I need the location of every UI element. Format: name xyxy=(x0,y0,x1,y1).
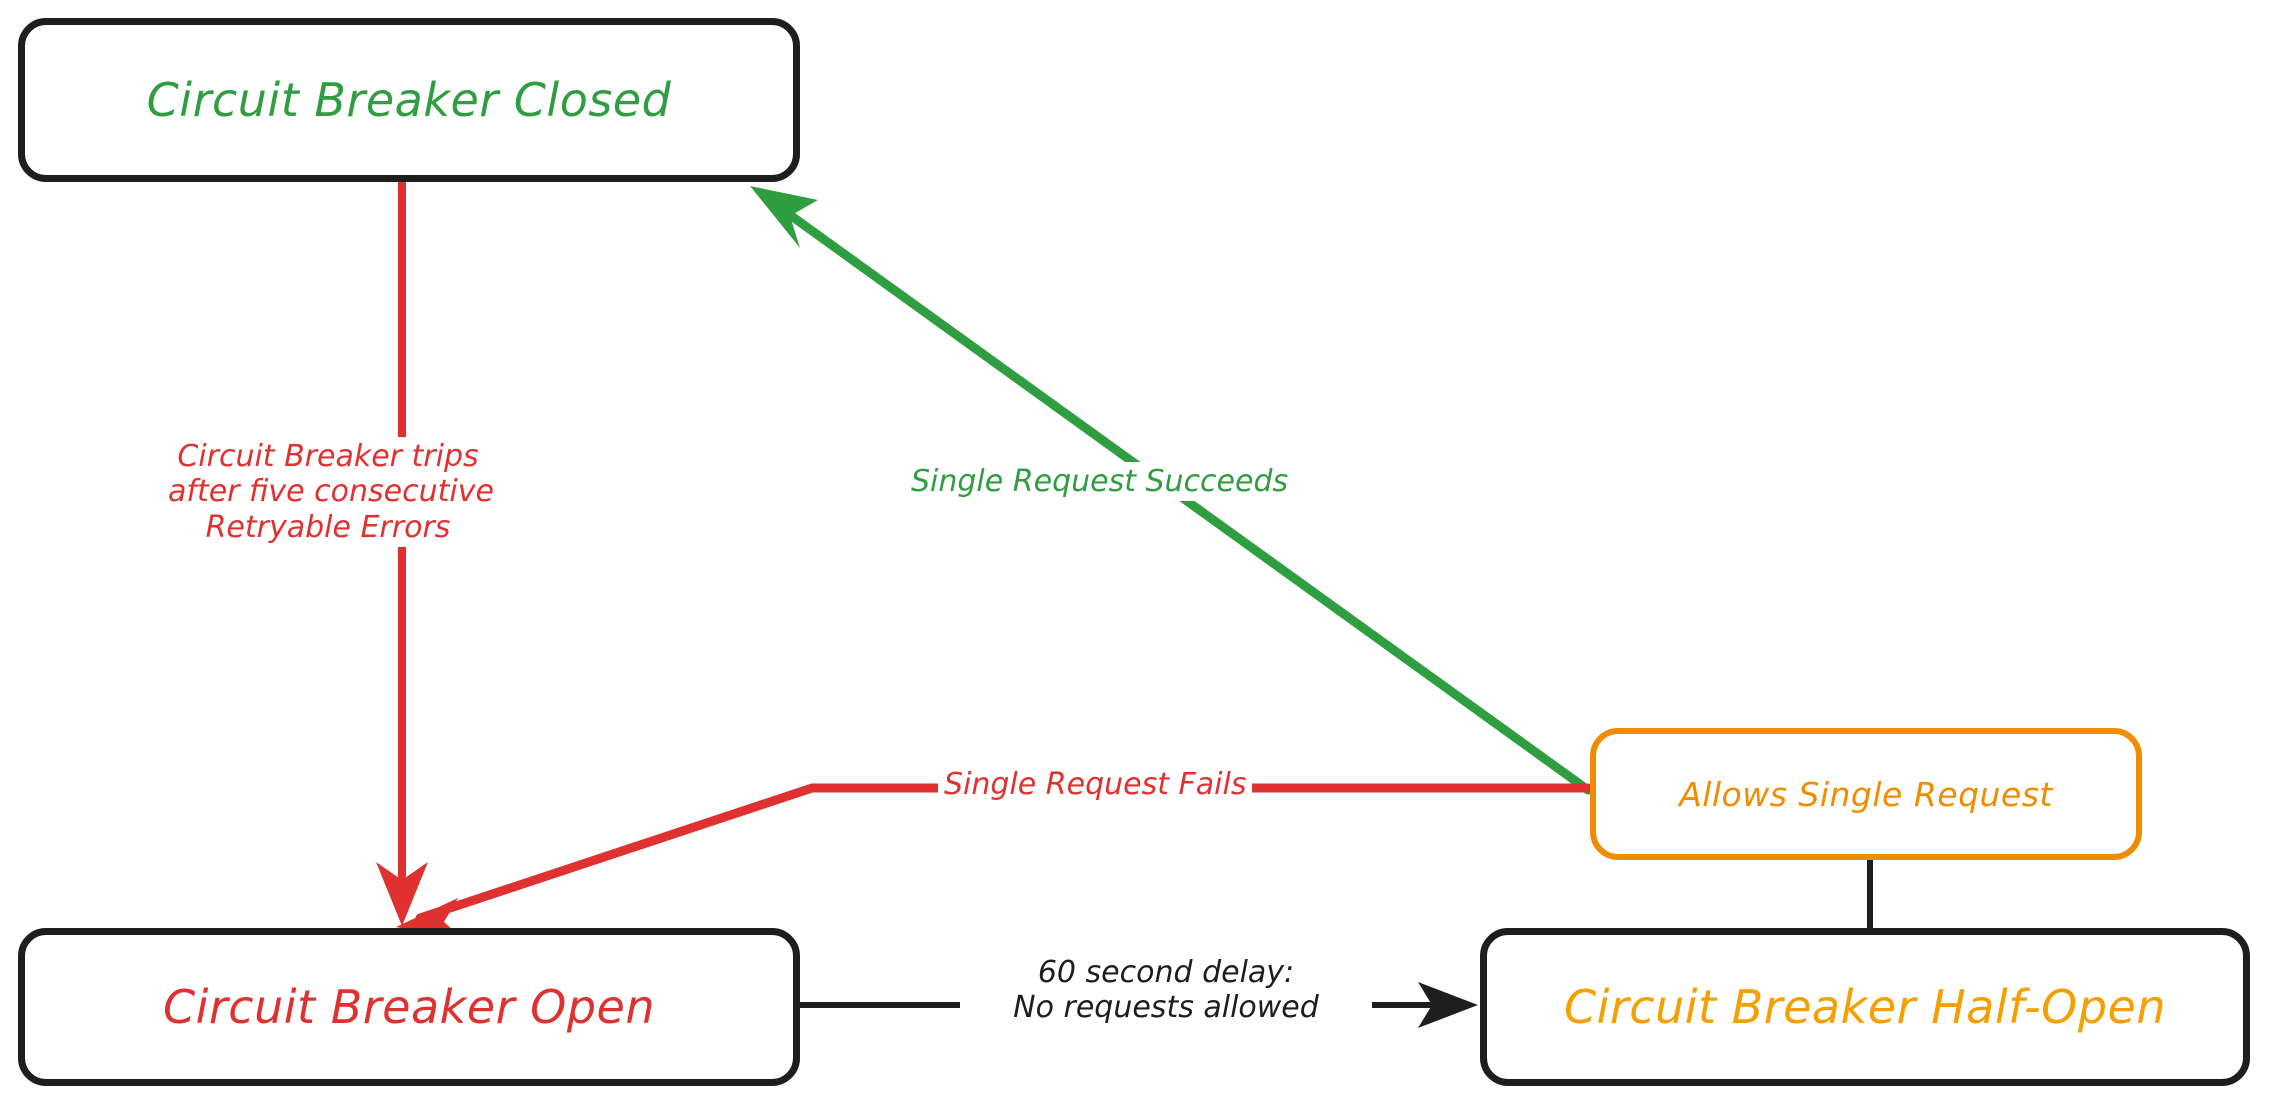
arrowhead-open-to-half-open xyxy=(1418,982,1478,1028)
node-label-closed: Circuit Breaker Closed xyxy=(146,73,672,127)
edge-label-allows-to-closed: Single Request Succeeds xyxy=(905,462,1295,502)
node-allows-single-request[interactable]: Allows Single Request xyxy=(1590,728,2142,860)
edge-label-closed-to-open: Circuit Breaker trips after five consecu… xyxy=(162,437,494,548)
node-circuit-breaker-half-open[interactable]: Circuit Breaker Half-Open xyxy=(1480,928,2250,1086)
node-label-allows: Allows Single Request xyxy=(1679,774,2053,814)
arrowhead-allows-to-closed xyxy=(750,186,818,248)
arrowhead-closed-to-open xyxy=(376,862,428,926)
edge-label-open-to-half-open: 60 second delay: No requests allowed xyxy=(960,953,1372,1028)
node-circuit-breaker-closed[interactable]: Circuit Breaker Closed xyxy=(18,18,800,182)
edge-allows-to-open xyxy=(396,783,1593,942)
edge-label-allows-to-open: Single Request Fails xyxy=(938,765,1253,805)
node-label-open: Circuit Breaker Open xyxy=(163,980,655,1034)
node-label-half-open: Circuit Breaker Half-Open xyxy=(1563,980,2167,1034)
edge-line-allows-to-open xyxy=(415,783,1593,923)
edge-closed-to-open xyxy=(376,178,428,926)
node-circuit-breaker-open[interactable]: Circuit Breaker Open xyxy=(18,928,800,1086)
